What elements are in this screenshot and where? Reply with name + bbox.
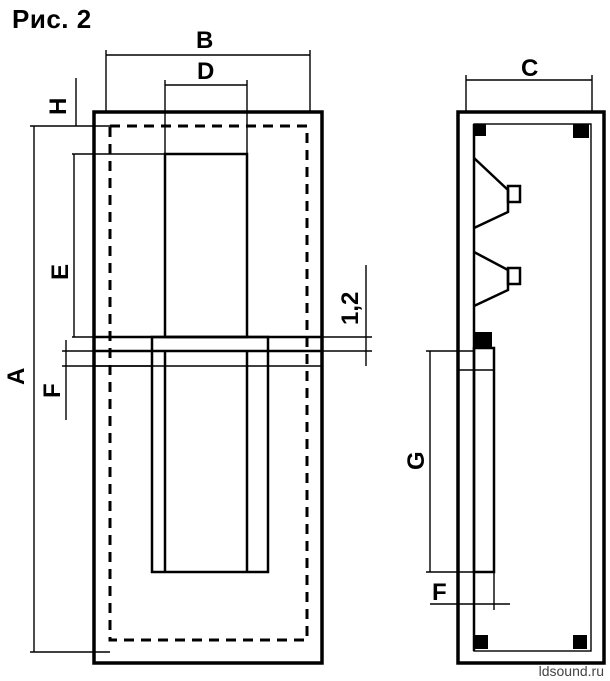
label-h: H (45, 98, 72, 115)
corner-brace-bottom-left (474, 635, 488, 649)
figure-title: Рис. 2 (12, 4, 92, 34)
label-b: B (196, 27, 213, 54)
dimension-d: D (164, 58, 248, 154)
lower-driver (473, 250, 522, 308)
dimension-b: B (105, 27, 311, 112)
label-f-front: F (39, 383, 66, 398)
lower-port-outer (150, 335, 270, 574)
dimension-thickness: 1,2 (322, 265, 372, 366)
corner-brace-shelf (474, 332, 492, 348)
label-thickness: 1,2 (337, 292, 364, 325)
label-c: C (521, 55, 538, 82)
upper-opening (163, 152, 249, 339)
side-outer-outline (456, 110, 606, 665)
dimension-e: E (47, 153, 165, 338)
dimension-h: H (30, 78, 110, 127)
front-view (92, 110, 324, 665)
dimension-c: C (465, 55, 593, 112)
dimension-g: G (403, 350, 494, 573)
label-f-side: F (432, 579, 447, 606)
dimension-f-side: F (430, 572, 510, 610)
label-a: A (3, 368, 30, 385)
watermark: ldsound.ru (538, 663, 604, 679)
front-panel-outline (92, 110, 324, 665)
side-view (456, 110, 606, 665)
corner-brace-top-right (573, 124, 589, 138)
port-board (472, 346, 496, 574)
dimension-f-front: F (39, 340, 152, 420)
label-e: E (47, 264, 74, 280)
corner-brace-top-left (474, 124, 486, 136)
shelf-board (92, 335, 324, 353)
label-d: D (197, 58, 214, 85)
dimension-a: A (3, 126, 110, 653)
corner-brace-bottom-right (573, 635, 587, 649)
label-g: G (403, 451, 430, 470)
upper-driver (473, 157, 522, 230)
interior-dashed-outline (108, 124, 309, 642)
